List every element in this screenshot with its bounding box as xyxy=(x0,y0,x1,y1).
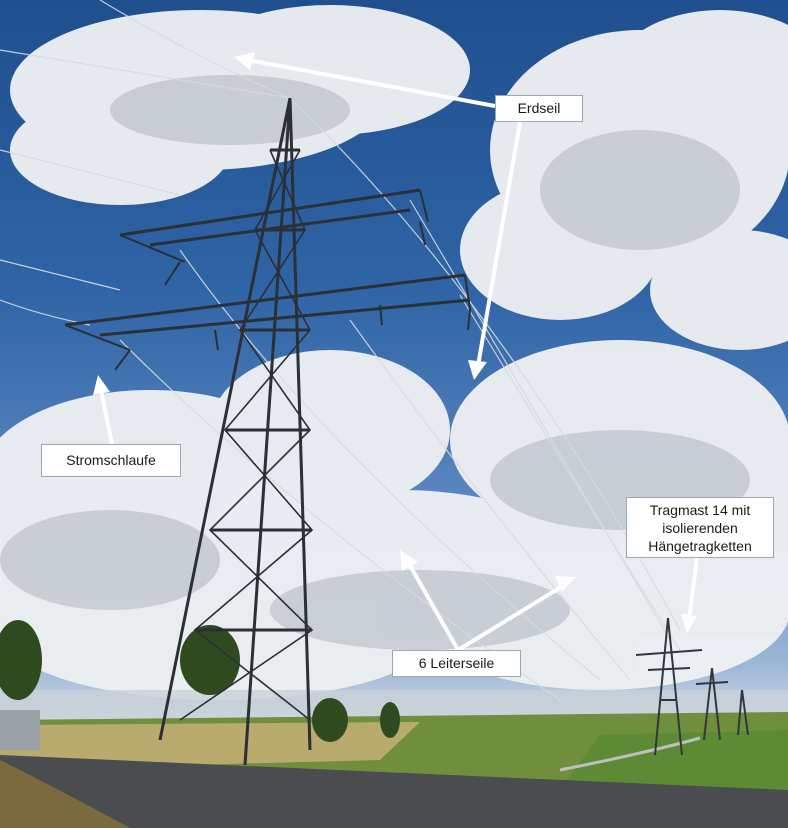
tragmast-line-2: isolierenden xyxy=(662,520,738,536)
stromschlaufe-text: Stromschlaufe xyxy=(66,452,156,468)
tragmast-line-1: Tragmast 14 mit xyxy=(649,502,751,518)
cloud-shadows xyxy=(0,75,750,650)
tragmast-label: Tragmast 14 mit isolierenden Hängetragke… xyxy=(626,497,774,558)
trees xyxy=(0,620,400,742)
annotation-arrows xyxy=(93,52,699,652)
distant-pylons xyxy=(635,617,749,756)
leiterseile-text: 6 Leiterseile xyxy=(418,655,495,671)
erdseil-label: Erdseil xyxy=(495,95,583,122)
tragmast-line-3: Hängetragketten xyxy=(648,538,752,554)
ground xyxy=(0,710,788,828)
leiterseile-label: 6 Leiterseile xyxy=(392,650,521,677)
stromschlaufe-label: Stromschlaufe xyxy=(41,444,181,477)
main-pylon xyxy=(64,97,471,766)
erdseil-text: Erdseil xyxy=(517,100,561,116)
